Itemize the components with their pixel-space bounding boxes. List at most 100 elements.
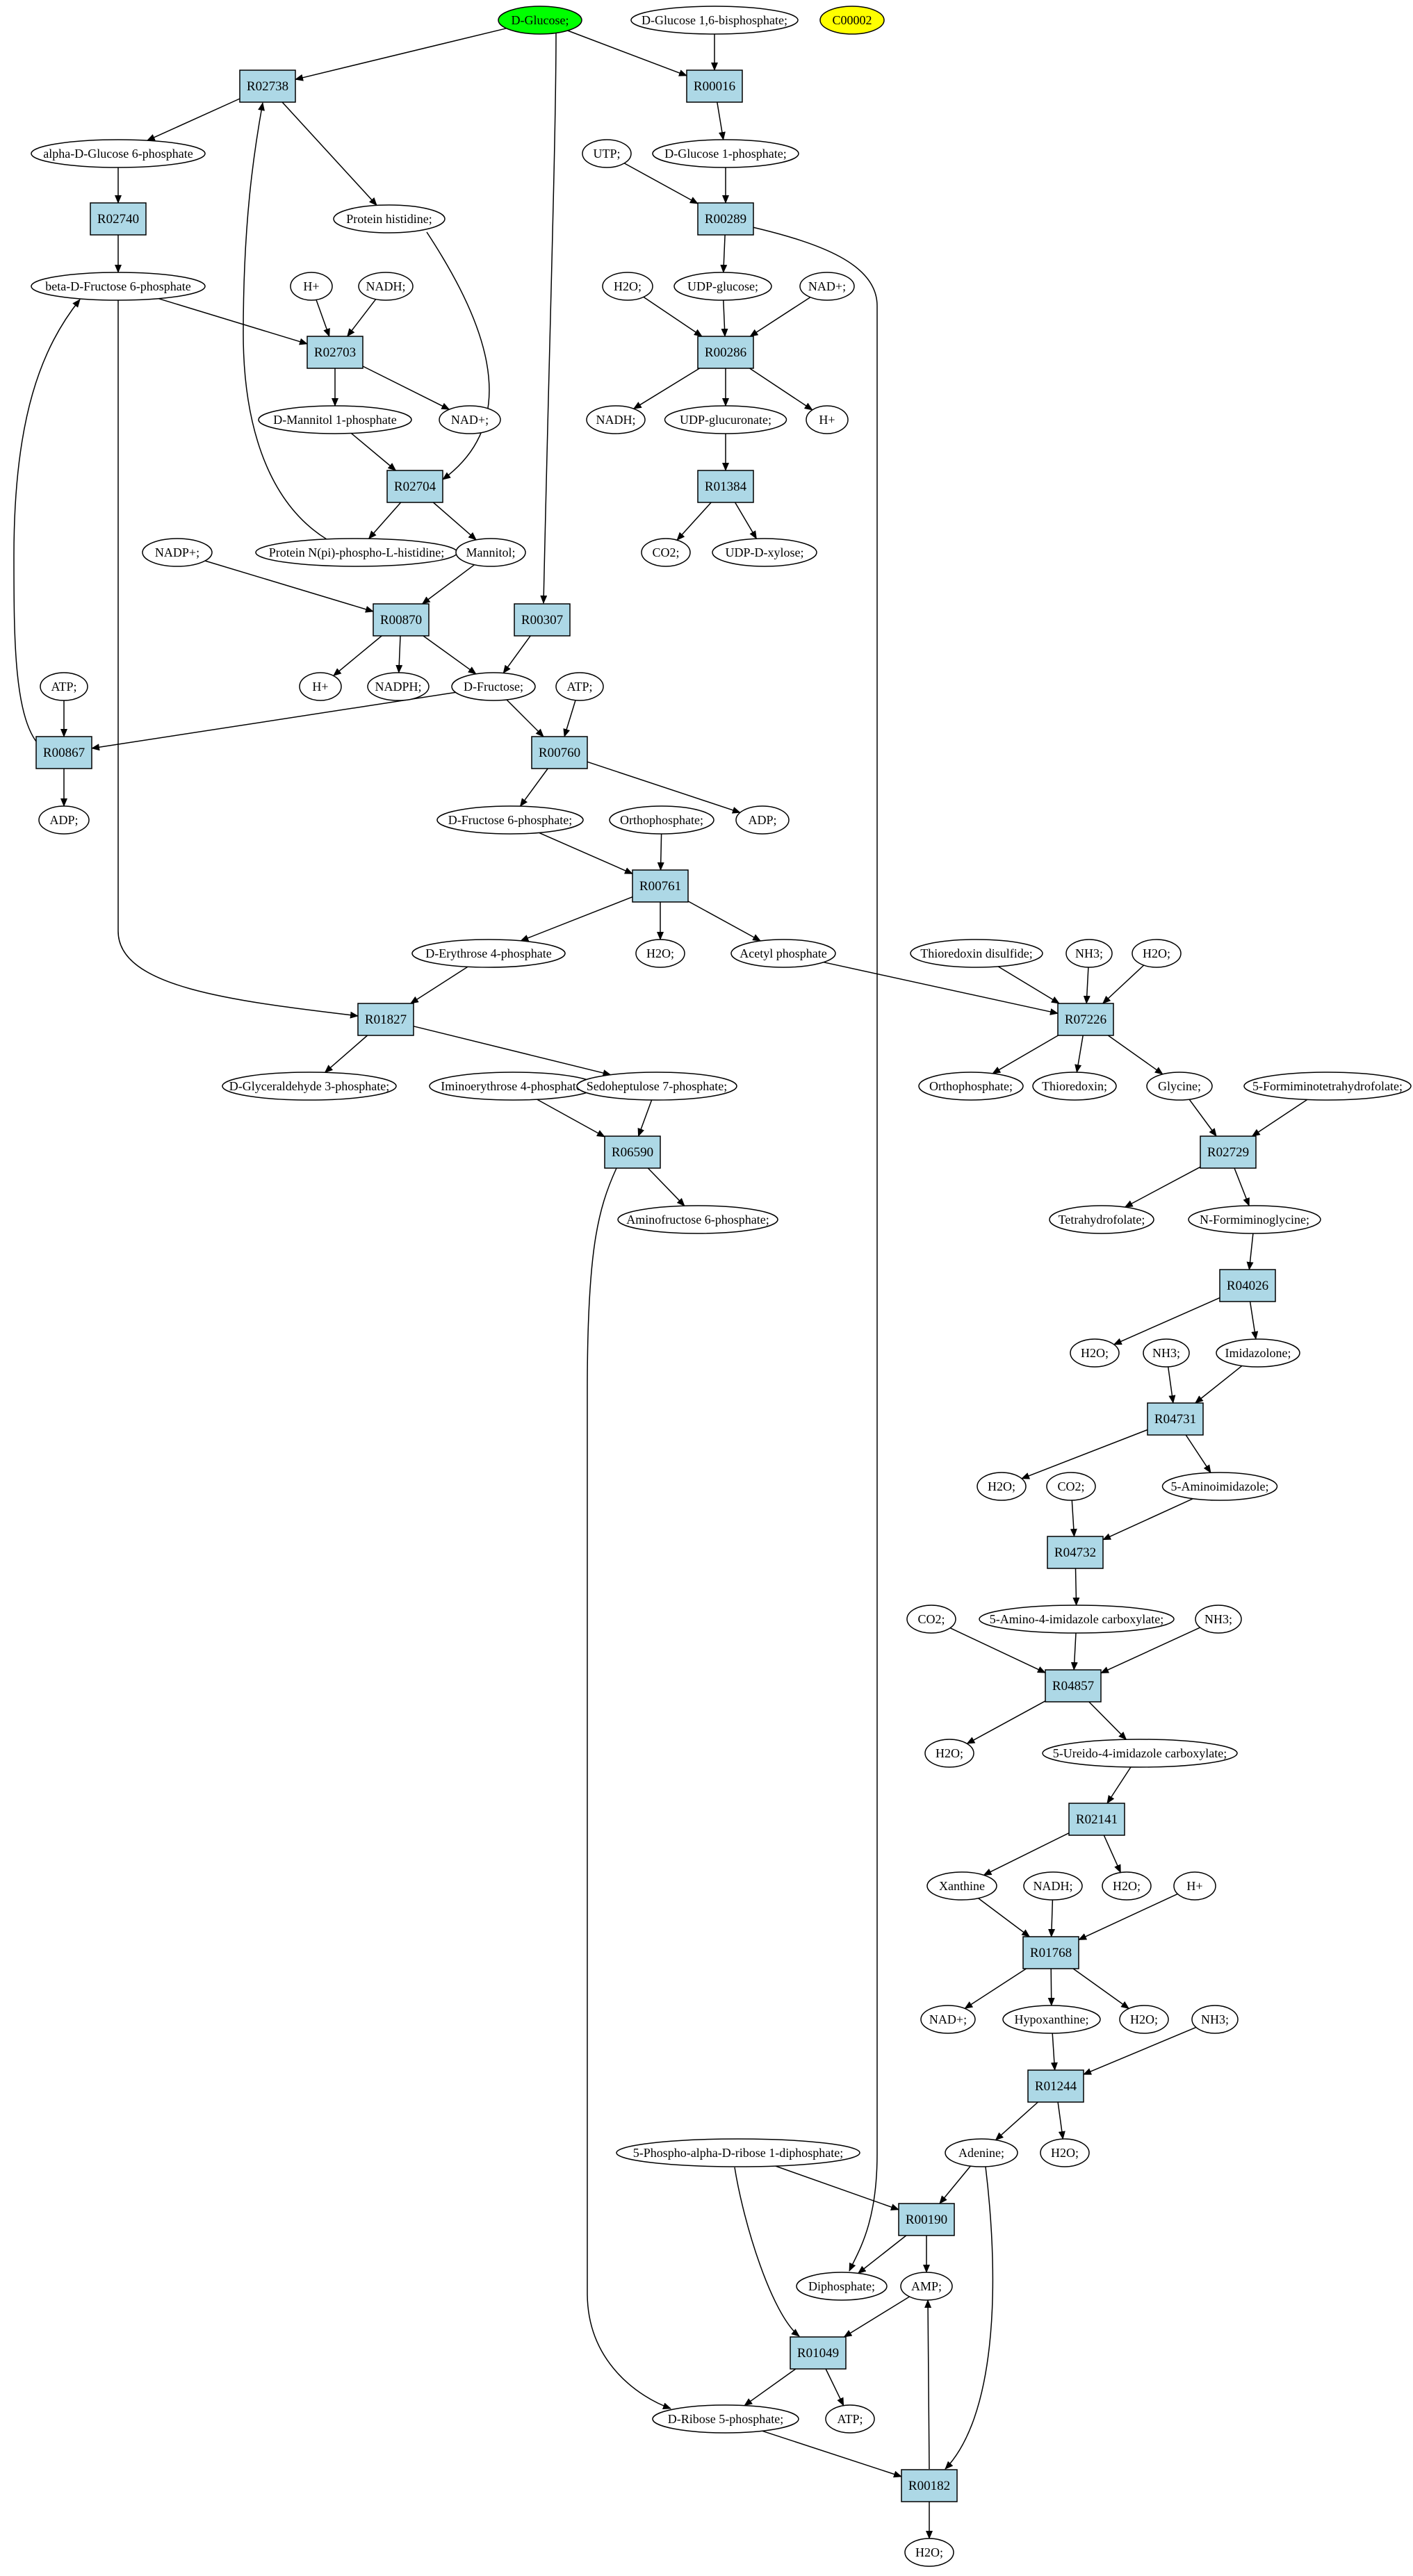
node-label: Hypoxanthine; <box>1015 2012 1089 2026</box>
edge-c_hypoxanthine-to-r_R01244 <box>1050 2033 1058 2071</box>
edges-layer <box>13 28 1308 2539</box>
compound-ellipse <box>1191 2005 1239 2034</box>
compound-ellipse <box>451 672 536 701</box>
compound-node-c_nh3_d: NH3; <box>1191 2005 1239 2034</box>
node-label: H2O; <box>1143 946 1170 960</box>
compound-node-c_thf: Tetrahydrofolate; <box>1049 1205 1154 1234</box>
compound-node-c_nadp_c: NAD+; <box>920 2005 976 2034</box>
edge-c_dfru-to-r_R00760 <box>506 699 544 737</box>
compound-node-c_atp2: ATP; <box>555 672 604 701</box>
reaction-node-r_R00289: R00289 <box>697 202 754 236</box>
reaction-node-r_R02704: R02704 <box>386 470 443 503</box>
edge-c_co2_b-to-r_R04732 <box>1070 1500 1077 1537</box>
compound-ellipse <box>1049 1205 1154 1234</box>
edge-r_R06590-to-c_dribose5p <box>587 1167 671 2410</box>
edge-c_h2o_a-to-r_R00286 <box>643 296 703 337</box>
edge-r_R00016-to-c_dglc1p <box>717 101 726 140</box>
compound-node-c_dfru: D-Fructose; <box>451 672 536 701</box>
compound-node-c_nadp_a: NAD+; <box>799 272 855 301</box>
compound-ellipse <box>31 272 206 301</box>
node-label: Tetrahydrofolate; <box>1059 1213 1145 1227</box>
node-label: D-Glucose 1-phosphate; <box>664 147 786 161</box>
compound-ellipse <box>367 672 430 701</box>
reaction-box <box>1022 1936 1079 1969</box>
compound-node-c_acetylp: Acetyl phosphate <box>730 939 836 968</box>
node-label: NAD+; <box>929 2012 967 2026</box>
edge-c_5aminoimid-to-r_R04732 <box>1102 1498 1193 1541</box>
node-label: H2O; <box>614 279 642 293</box>
edge-c_nh3_a-to-r_R07226 <box>1083 967 1091 1004</box>
edge-r_R01244-to-c_h2o_i <box>1057 2101 1065 2140</box>
compound-node-c_prpp: 5-Phospho-alpha-D-ribose 1-diphosphate; <box>616 2138 860 2167</box>
edge-c_acetylp-to-r_R07226 <box>823 961 1059 1015</box>
compound-node-c_dfru6p: D-Fructose 6-phosphate; <box>436 805 584 835</box>
edge-r_R04026-to-c_imidazolone <box>1249 1301 1259 1340</box>
compound-node-c_hypoxanthine: Hypoxanthine; <box>1002 2005 1101 2034</box>
compound-node-c_co2_c: CO2; <box>906 1605 956 1634</box>
compound-ellipse <box>1046 1472 1096 1501</box>
node-label: D-Fructose 6-phosphate; <box>448 813 572 827</box>
reaction-box <box>531 736 588 769</box>
compound-node-c_dglc16bp: D-Glucose 1,6-bisphosphate; <box>630 6 799 35</box>
compound-ellipse <box>1161 1472 1278 1501</box>
edge-c_prpp-to-r_R01049 <box>734 2167 800 2337</box>
compound-node-c_udpxyl: UDP-D-xylose; <box>712 538 817 567</box>
compound-node-c_mannitol: Mannitol; <box>455 538 526 567</box>
node-label: ATP; <box>51 680 76 694</box>
compound-ellipse <box>617 1205 778 1234</box>
edge-c_dglucose-to-r_R00307 <box>540 33 557 604</box>
node-label: D-Glucose 1,6-bisphosphate; <box>642 13 787 27</box>
reaction-box <box>697 202 754 236</box>
compound-ellipse <box>436 805 584 835</box>
edge-c_ortho1-to-r_R00761 <box>657 833 664 871</box>
compound-node-c_co2_b: CO2; <box>1046 1472 1096 1501</box>
node-label: R00760 <box>539 746 580 760</box>
node-label: R00182 <box>908 2479 950 2493</box>
node-label: NADPH; <box>375 680 421 694</box>
reaction-node-r_R02141: R02141 <box>1068 1803 1125 1836</box>
edge-c_protNpi-to-r_R02738 <box>243 102 327 540</box>
node-label: C00002 <box>832 13 872 27</box>
compound-node-c_protHis: Protein histidine; <box>333 204 446 233</box>
compound-ellipse <box>299 672 342 701</box>
node-label: 5-Phospho-alpha-D-ribose 1-diphosphate; <box>633 2146 843 2160</box>
edge-r_R00760-to-c_adp2 <box>587 761 741 814</box>
edge-c_dglucose-to-r_R00016 <box>567 30 687 76</box>
node-label: R04731 <box>1154 1412 1196 1427</box>
compound-node-c_hplus1: H+ <box>290 272 333 301</box>
compound-ellipse <box>630 6 799 35</box>
reaction-node-r_R01384: R01384 <box>697 470 754 503</box>
compound-node-c_utp: UTP; <box>582 139 632 168</box>
compound-node-c_xanthine: Xanthine <box>926 1871 997 1901</box>
reaction-node-r_R01768: R01768 <box>1022 1936 1079 1969</box>
node-label: Imidazolone; <box>1225 1346 1291 1360</box>
edge-r_R00286-to-c_hplus2 <box>749 368 813 411</box>
node-label: R06590 <box>612 1145 653 1160</box>
compound-node-c_nadh3: NADH; <box>1023 1871 1083 1901</box>
reaction-box <box>1219 1269 1276 1302</box>
node-label: R01768 <box>1030 1946 1072 1960</box>
edge-r_R04731-to-c_5aminoimid <box>1185 1434 1211 1474</box>
node-label: ADP; <box>748 813 776 827</box>
compound-node-c_5fthf: 5-Formiminotetrahydrofolate; <box>1243 1072 1412 1101</box>
compound-node-c_ortho1: Orthophosphate; <box>609 805 714 835</box>
compound-ellipse <box>799 272 855 301</box>
node-label: R00286 <box>705 345 746 360</box>
edge-r_R01384-to-c_udpxyl <box>734 502 758 540</box>
node-label: Protein N(pi)-phospho-L-histidine; <box>269 545 444 560</box>
reaction-node-r_R00307: R00307 <box>514 603 571 637</box>
reaction-node-r_R00286: R00286 <box>697 336 754 369</box>
node-label: R00307 <box>521 613 563 627</box>
edge-r_R00307-to-c_dfru <box>503 635 531 674</box>
node-label: R07226 <box>1065 1012 1106 1027</box>
compound-node-c_5a4icarb: 5-Amino-4-imidazole carboxylate; <box>979 1605 1175 1634</box>
compound-ellipse <box>920 2005 976 2034</box>
compound-ellipse <box>652 139 799 168</box>
edge-c_sedo7p-to-r_R06590 <box>637 1099 653 1137</box>
edge-r_R07226-to-c_thioredoxin <box>1075 1035 1084 1073</box>
node-label: D-Mannitol 1-phosphate <box>273 413 396 427</box>
compound-ellipse <box>1216 1338 1300 1368</box>
node-label: R02729 <box>1207 1145 1249 1160</box>
edge-r_R02704-to-c_mannitol <box>432 502 477 541</box>
compound-node-c_5u4icarb: 5-Ureido-4-imidazole carboxylate; <box>1042 1739 1238 1768</box>
